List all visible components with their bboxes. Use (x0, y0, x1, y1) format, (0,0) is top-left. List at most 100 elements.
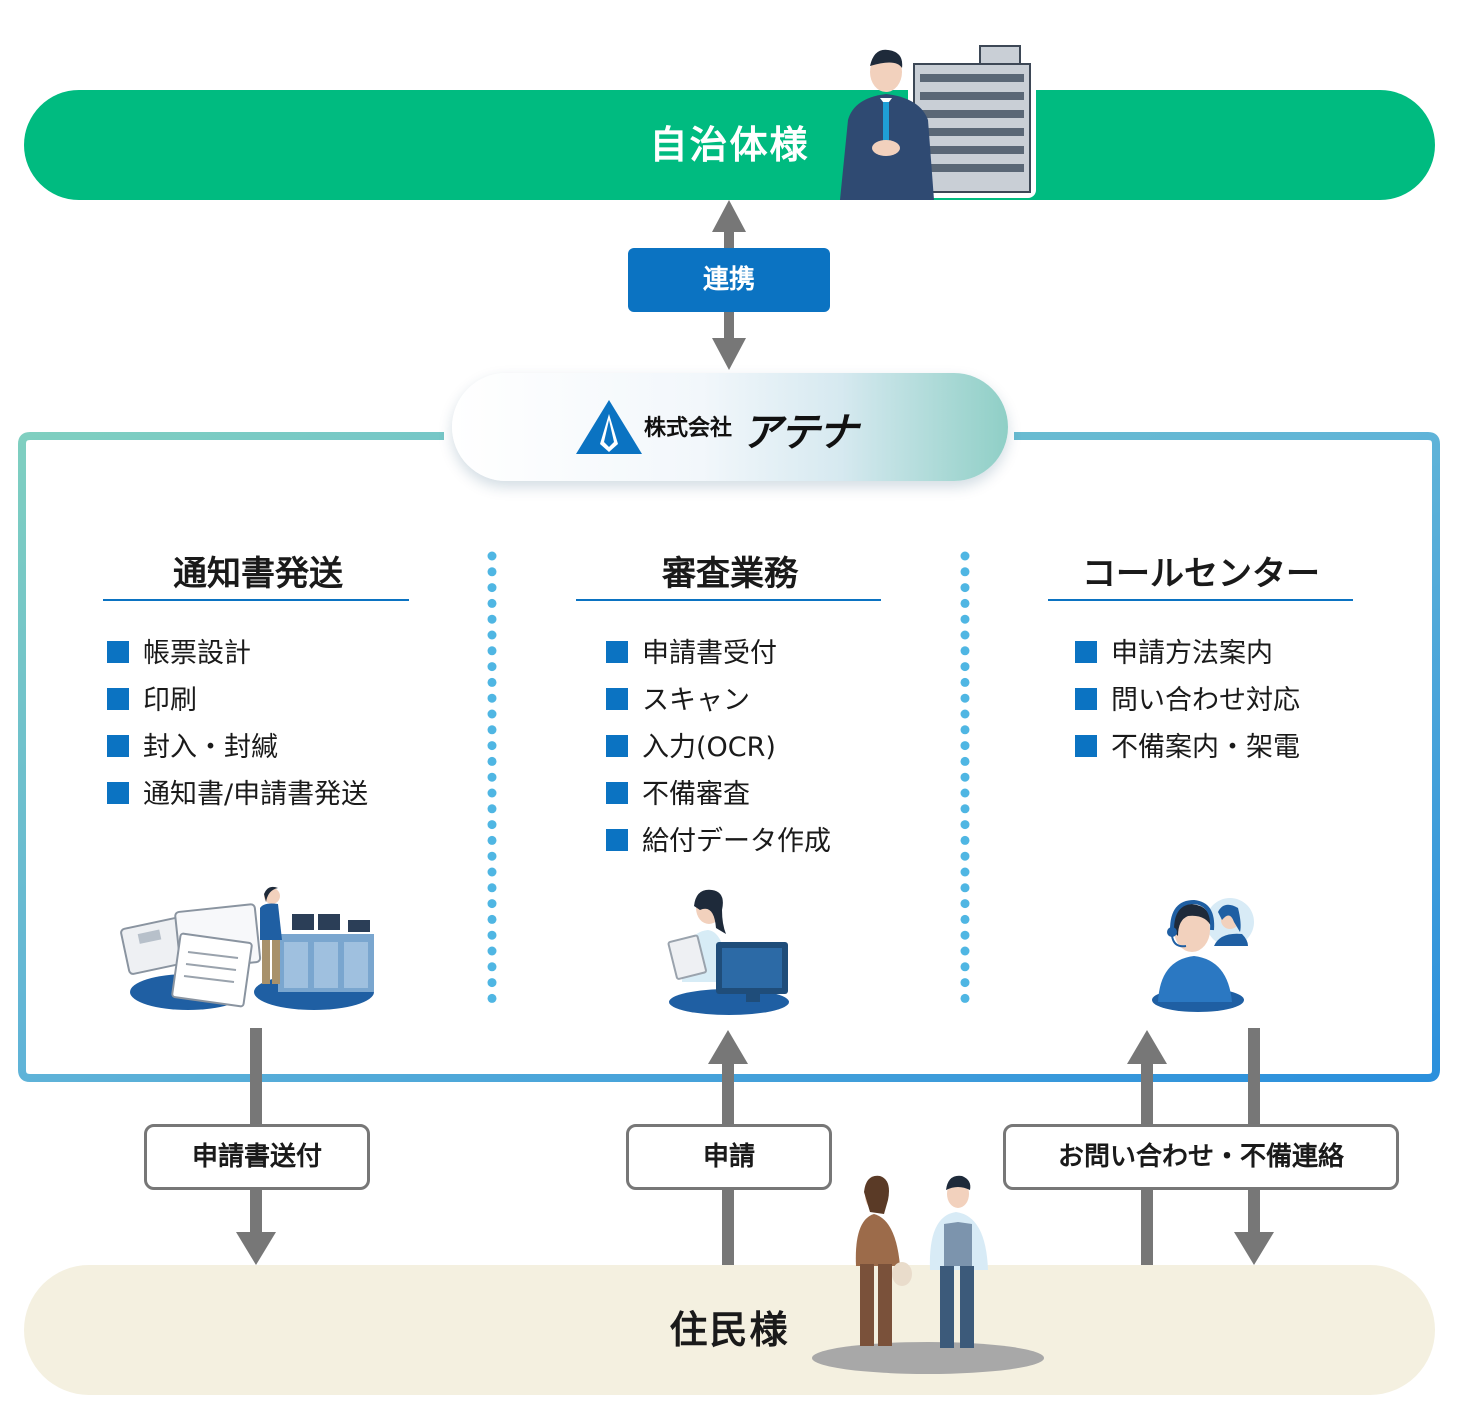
separator-dot (960, 741, 970, 751)
separator-dot (487, 551, 497, 561)
separator-dot (487, 567, 497, 577)
separator-dot (487, 978, 497, 988)
separator-dot (487, 725, 497, 735)
list-item: 印刷 (107, 677, 368, 724)
company-prefix: 株式会社 (644, 416, 733, 441)
separator-dot (960, 978, 970, 988)
athena-logo-icon (576, 400, 642, 454)
flow-label-inquiry: お問い合わせ・不備連絡 (1003, 1124, 1399, 1190)
separator-dot (960, 583, 970, 593)
list-item: 帳票設計 (107, 630, 368, 677)
separator-dot (487, 756, 497, 766)
bullet-square-icon (606, 687, 628, 710)
separator-dot (487, 614, 497, 624)
link-double-arrow (712, 200, 746, 370)
separator-dot (487, 883, 497, 893)
separator-dot (960, 788, 970, 798)
list-item: 封入・封緘 (107, 724, 368, 771)
separator-dot (487, 993, 497, 1003)
separator-dot (960, 946, 970, 956)
separator-dot (960, 567, 970, 577)
separator-dot (487, 946, 497, 956)
column-title-review: 審査業務 (662, 554, 798, 594)
separator-dot (960, 630, 970, 640)
bullet-square-icon (606, 640, 628, 663)
separator-dot (487, 788, 497, 798)
bullet-square-icon (606, 828, 628, 851)
column-rule (1048, 599, 1353, 601)
separator-dot (960, 662, 970, 672)
separator-dot (487, 630, 497, 640)
separator-dot (960, 709, 970, 719)
bullet-square-icon (107, 640, 129, 663)
separator-dot (487, 741, 497, 751)
separator-dot (487, 583, 497, 593)
separator-dot (960, 930, 970, 940)
separator-dot (960, 867, 970, 877)
bullet-square-icon (1075, 734, 1097, 757)
bullet-square-icon (107, 687, 129, 710)
separator-dot (960, 551, 970, 561)
list-item: 申請書受付 (606, 630, 831, 677)
separator-dot (487, 899, 497, 909)
separator-dot (960, 772, 970, 782)
residents-illustration (812, 1175, 1044, 1374)
separator-dot (960, 804, 970, 814)
bullet-square-icon (1075, 687, 1097, 710)
operator-desk-illustration (667, 889, 789, 1015)
bullet-square-icon (107, 734, 129, 757)
review-task-list: 申請書受付 スキャン 入力(OCR) 不備審査 給付データ作成 (606, 630, 831, 865)
separator-dot (960, 899, 970, 909)
list-item: 給付データ作成 (606, 818, 831, 865)
list-item: 申請方法案内 (1075, 630, 1300, 677)
bullet-square-icon (1075, 640, 1097, 663)
separator-dot (960, 962, 970, 972)
column-rule (103, 599, 409, 601)
separator-dot (960, 614, 970, 624)
residents-label: 住民様 (669, 1308, 790, 1352)
column-title-notice: 通知書発送 (173, 554, 343, 594)
apply-arrow-head (708, 1030, 748, 1064)
separator-dot (960, 756, 970, 766)
printing-worker-illustration (120, 886, 374, 1010)
list-item: 入力(OCR) (606, 724, 831, 771)
separator-dot (960, 835, 970, 845)
inquiry-down-arrow-head (1234, 1232, 1274, 1265)
bullet-square-icon (107, 781, 129, 804)
flow-label-send: 申請書送付 (144, 1124, 370, 1190)
separator-dot (487, 835, 497, 845)
separator-dot (960, 914, 970, 924)
column-title-callcenter: コールセンター (1082, 554, 1320, 594)
separator-dot (487, 804, 497, 814)
company-badge (452, 373, 1008, 481)
list-item: 不備案内・架電 (1075, 724, 1300, 771)
call-center-illustration (1152, 898, 1254, 1012)
separator-dot (487, 772, 497, 782)
municipality-label: 自治体様 (649, 123, 810, 167)
separator-dot (487, 820, 497, 830)
separator-dot (960, 693, 970, 703)
link-label: 連携 (628, 248, 830, 312)
separator-dot (960, 677, 970, 687)
separator-dot (487, 962, 497, 972)
list-item: 通知書/申請書発送 (107, 771, 368, 818)
column-separators (487, 551, 970, 1003)
bullet-square-icon (606, 781, 628, 804)
separator-dot (487, 709, 497, 719)
separator-dot (487, 693, 497, 703)
bullet-square-icon (606, 734, 628, 757)
flow-label-apply: 申請 (626, 1124, 832, 1190)
inquiry-up-arrow-head (1127, 1030, 1167, 1064)
send-arrow-head (236, 1232, 276, 1265)
separator-dot (960, 883, 970, 893)
column-rule (576, 599, 881, 601)
notice-task-list: 帳票設計 印刷 封入・封緘 通知書/申請書発送 (107, 630, 368, 818)
separator-dot (487, 914, 497, 924)
list-item: 不備審査 (606, 771, 831, 818)
separator-dot (960, 598, 970, 608)
separator-dot (960, 851, 970, 861)
official-building-illustration (840, 45, 1036, 200)
list-item: スキャン (606, 677, 831, 724)
separator-dot (960, 725, 970, 735)
separator-dot (487, 930, 497, 940)
